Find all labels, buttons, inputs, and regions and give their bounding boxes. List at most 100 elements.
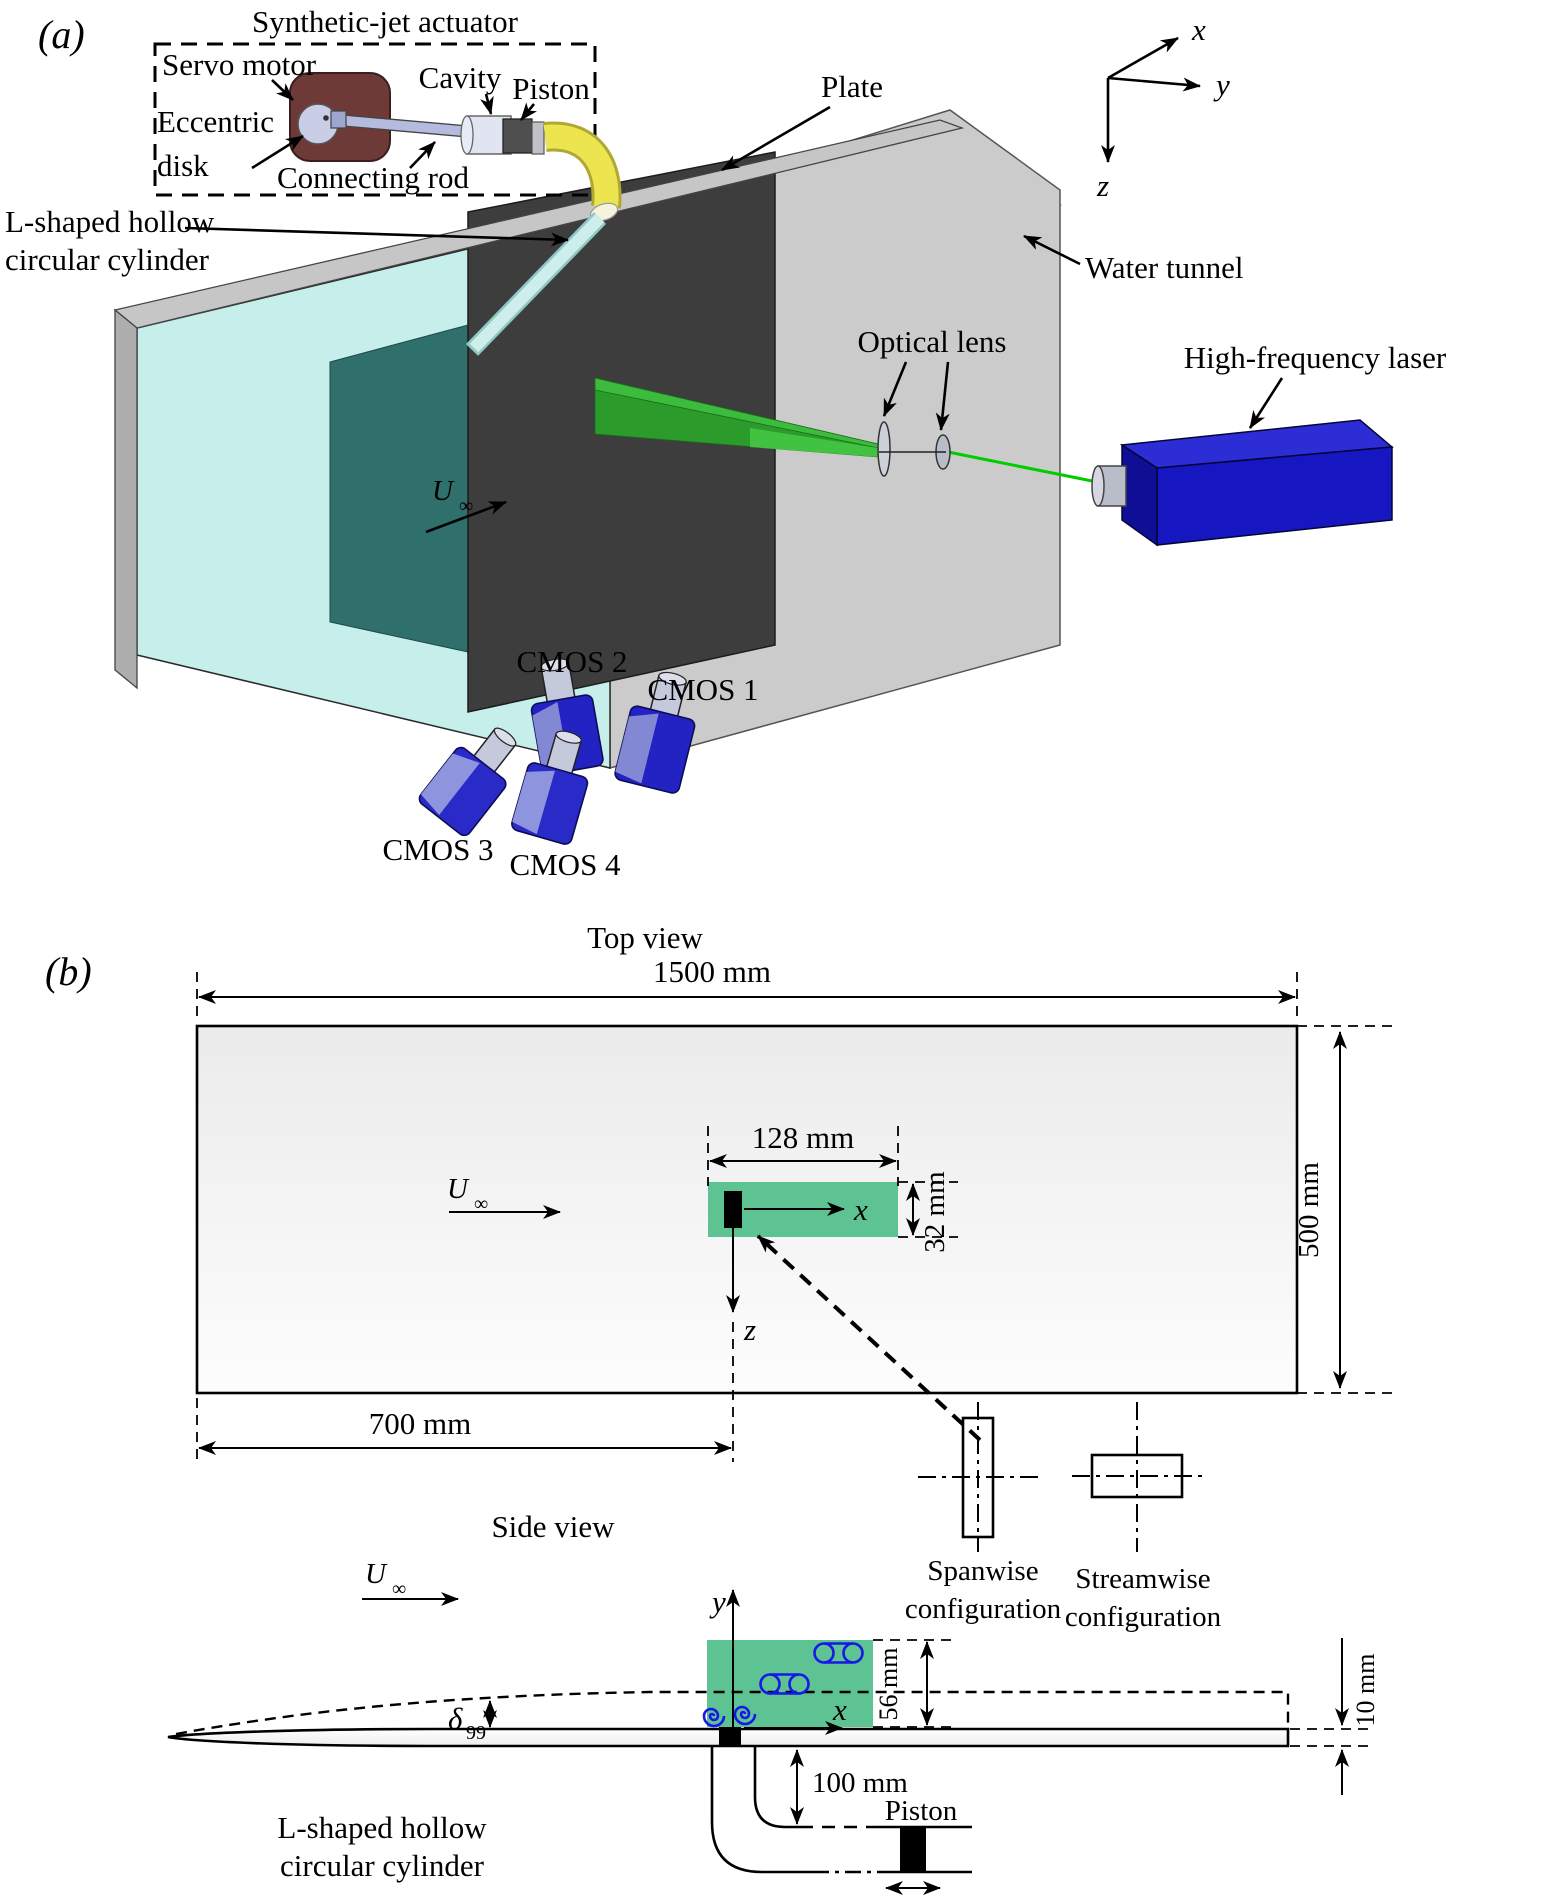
optical-lens-arrow-2 — [935, 361, 950, 431]
top-view-title: Top view — [587, 920, 703, 955]
piston-3d — [502, 118, 533, 154]
vortex-ring-2 — [813, 1642, 864, 1664]
side-view: Side view U ∞ δ 99 y x — [167, 1509, 1380, 1895]
synthetic-jet-actuator — [153, 42, 622, 356]
panel-a-labels: Synthetic-jet actuator Servo motor Eccen… — [5, 4, 1447, 534]
panel-b: (b) Top view 1500 mm U ∞ x z 128 mm — [45, 920, 1398, 1895]
cmos-cameras: CMOS 2 CMOS 1 CMOS 3 CMOS 4 — [382, 644, 758, 882]
dim-10-label: 10 mm — [1351, 1654, 1380, 1727]
axes-a: x y z — [1096, 12, 1230, 203]
spanwise-label-2: configuration — [905, 1593, 1062, 1625]
servo-motor-arrow — [271, 79, 294, 101]
plate-label: Plate — [821, 69, 883, 104]
cmos4-label: CMOS 4 — [509, 847, 621, 882]
dim-500-label: 500 mm — [1293, 1162, 1325, 1258]
cavity-label: Cavity — [419, 60, 502, 95]
laser-aperture-cap — [1091, 465, 1105, 507]
spanwise-label-1: Spanwise — [927, 1555, 1038, 1587]
laser-arrow — [1248, 377, 1284, 429]
rod-bracket — [330, 110, 347, 129]
delta99-symbol: δ — [448, 1701, 463, 1736]
yellow-elbow-tube — [543, 124, 619, 209]
laser-sheet-bright — [750, 428, 878, 457]
cmos4-camera — [511, 730, 589, 845]
freestream-top: U ∞ — [447, 1173, 561, 1219]
piston-a-arrow — [519, 102, 538, 121]
cmos3-label: CMOS 3 — [382, 832, 493, 867]
dim-56-label: 56 mm — [874, 1648, 903, 1721]
dim-700-label: 700 mm — [369, 1406, 471, 1441]
eccentric-label-1: Eccentric — [157, 104, 274, 139]
boundary-layer-dashed — [175, 1690, 1290, 1736]
axis-a-x-label: x — [1191, 12, 1206, 47]
dim-100-label: 100 mm — [812, 1767, 908, 1799]
water-tunnel-arrow — [1023, 234, 1081, 266]
cylinder-pointer-dashed-arrow — [756, 1234, 982, 1442]
actuator-title: Synthetic-jet actuator — [252, 4, 519, 39]
eccentric-arrow — [251, 134, 304, 170]
side-view-title: Side view — [491, 1509, 615, 1544]
cylinder-exit-side — [719, 1727, 741, 1746]
cmos1-label: CMOS 1 — [647, 672, 758, 707]
lshaped-arrow — [184, 226, 569, 247]
freestream-top-sub: ∞ — [474, 1193, 488, 1215]
freestream-a-arrow — [425, 500, 507, 534]
cmos1-camera — [614, 671, 696, 794]
tube-inner-wall — [753, 1746, 800, 1829]
freestream-a-symbol: U — [432, 475, 455, 507]
cylinder-top-view — [724, 1191, 742, 1228]
vortex-ring-1 — [759, 1673, 810, 1695]
lshaped-label-1: L-shaped hollow — [5, 204, 215, 239]
optical-lens-label: Optical lens — [858, 324, 1007, 359]
axis-top-z-label: z — [743, 1312, 756, 1347]
wall-vortex-2 — [733, 1705, 757, 1726]
axis-top-x-label: x — [853, 1192, 868, 1227]
piston-b-label: Piston — [885, 1795, 958, 1827]
optical-lens-1 — [877, 421, 891, 477]
axis-a-y-label: y — [1213, 67, 1230, 102]
freestream-side-sub: ∞ — [392, 1578, 406, 1600]
eccentric-pin — [323, 115, 329, 121]
panel-a-tag: (a) — [38, 12, 85, 57]
piston-ring — [531, 121, 545, 155]
lshaped-label-2: circular cylinder — [5, 242, 210, 277]
panel-a: (a) — [5, 4, 1447, 882]
cylinder-tube — [469, 213, 605, 353]
eccentric-label-2: disk — [157, 148, 209, 183]
freestream-a: U ∞ — [425, 475, 507, 534]
water-tunnel-label: Water tunnel — [1085, 250, 1243, 285]
connecting-rod-arrow — [409, 141, 436, 169]
tube-outer-wall — [710, 1746, 813, 1874]
tunnel-left-edge — [114, 308, 138, 690]
lshaped-b-label-1: L-shaped hollow — [277, 1810, 487, 1845]
connecting-rod-label: Connecting rod — [277, 160, 469, 195]
axis-a-x-arrow — [1107, 36, 1179, 80]
high-frequency-laser-3d — [1091, 419, 1394, 547]
cmos2-label: CMOS 2 — [516, 644, 627, 679]
freestream-a-sub: ∞ — [459, 495, 473, 517]
cmos3-camera — [418, 727, 517, 837]
freestream-top-symbol: U — [447, 1173, 470, 1205]
wall-vortex-1 — [702, 1707, 726, 1728]
axis-side-x-label: x — [832, 1692, 847, 1727]
freestream-side: U ∞ — [362, 1558, 459, 1606]
dim-32-label: 32 mm — [919, 1171, 951, 1253]
laser-beam — [947, 450, 1103, 485]
plate-arrow — [721, 105, 831, 172]
piston-a-label: Piston — [512, 71, 590, 106]
dim-128-label: 128 mm — [752, 1120, 854, 1155]
optical-lens-arrow-1 — [882, 361, 908, 417]
piston-b-shape — [900, 1828, 926, 1872]
vortex-structures — [702, 1642, 864, 1728]
actuator-dashed-box — [153, 42, 597, 197]
axis-side-y-label: y — [709, 1584, 726, 1619]
cavity-arrow — [480, 93, 494, 115]
axis-a-y-arrow — [1107, 76, 1201, 92]
dim-1500-label: 1500 mm — [653, 954, 771, 989]
piv-optics — [594, 377, 1394, 547]
delta99-sub: 99 — [466, 1722, 486, 1744]
panel-b-tag: (b) — [45, 949, 92, 994]
streamwise-label-2: configuration — [1065, 1601, 1222, 1633]
